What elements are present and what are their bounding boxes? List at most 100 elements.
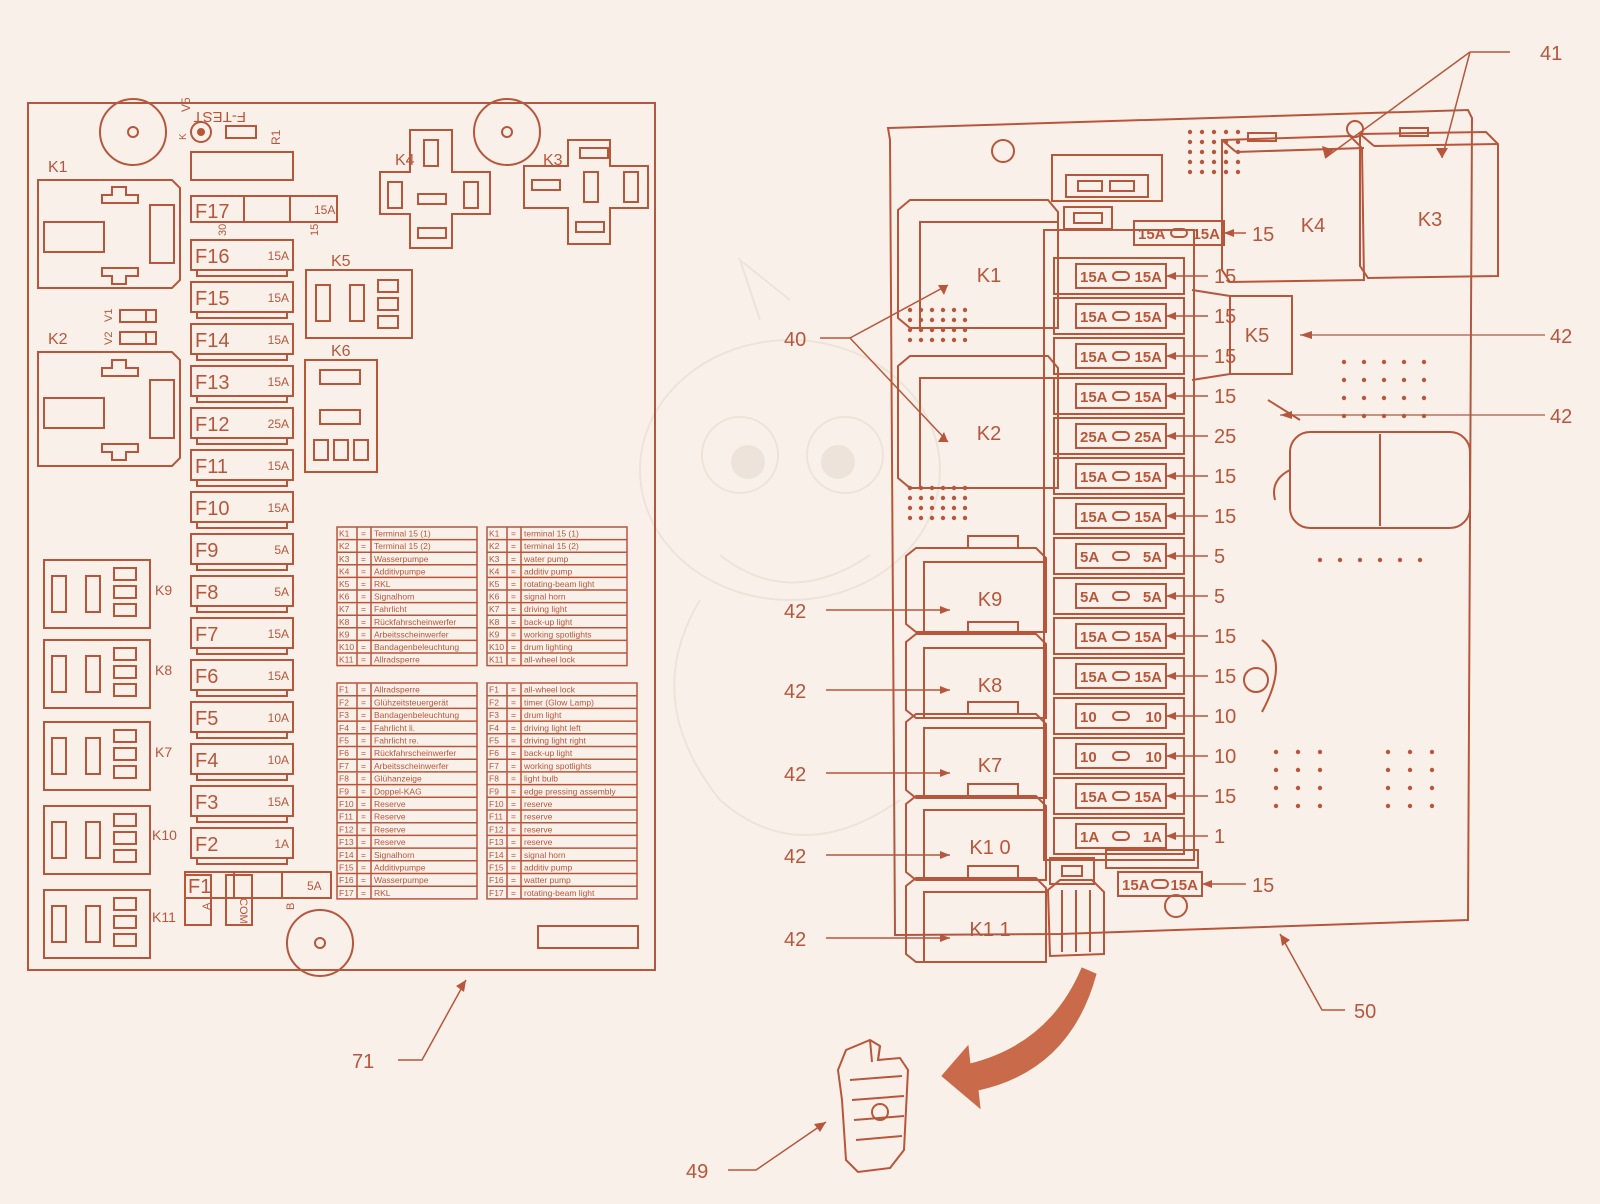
legend-eq: =: [361, 761, 366, 771]
legend-eq: =: [511, 592, 516, 602]
legend-text: working spotlights: [523, 629, 592, 639]
fuse-rating-f11: 15A: [268, 459, 289, 473]
legend-eq: =: [511, 566, 516, 576]
legend-code: F5: [339, 736, 349, 746]
legend-text: RKL: [374, 579, 391, 589]
relay-socket-k3: [523, 139, 649, 245]
fuse-face-left: 5A: [1080, 549, 1099, 566]
mounting-hole: [473, 98, 541, 166]
legend-code: F7: [489, 761, 499, 771]
legend-code: F5: [489, 736, 499, 746]
fuse-label-f14: F14: [195, 330, 229, 352]
legend-code: F16: [489, 875, 504, 885]
callout-42-k8: 42: [784, 681, 806, 703]
legend-eq: =: [361, 863, 366, 873]
legend-text: Reserve: [374, 837, 406, 847]
callout-42-k10: 42: [784, 846, 806, 868]
legend-text: reserve: [524, 812, 553, 822]
fuse-label-f1: F1: [188, 876, 211, 898]
legend-code: K3: [339, 554, 350, 564]
legend-eq: =: [511, 541, 516, 551]
relay-label-k8: K8: [978, 675, 1002, 697]
solder-dot-field: [1341, 359, 1427, 419]
legend-eq: =: [511, 629, 516, 639]
legend-code: K3: [489, 554, 500, 564]
fuse-label-f8: F8: [195, 582, 218, 604]
legend-code: F6: [489, 748, 499, 758]
legend-code: F17: [489, 888, 504, 898]
legend-code: F2: [489, 697, 499, 707]
legend-code: F10: [339, 799, 354, 809]
fuse-face-left: 5A: [1080, 589, 1099, 606]
legend-eq: =: [511, 837, 516, 847]
fuse-callout-row-10: 15: [1214, 626, 1236, 648]
relay-k9: [905, 535, 1047, 633]
legend-code: K9: [339, 629, 350, 639]
callout-lines: [398, 51, 1545, 1171]
legend-code: F2: [339, 697, 349, 707]
fuse-callout-row-1: 15: [1214, 266, 1236, 288]
label-plate-outline: [27, 102, 656, 971]
legend-eq: =: [511, 786, 516, 796]
legend-code: K7: [489, 604, 500, 614]
relay-k8: [905, 621, 1047, 719]
label-strip: [537, 925, 639, 949]
fuse-face-left: 15A: [1080, 669, 1108, 686]
legend-eq: =: [361, 875, 366, 885]
relay-k4: [1221, 134, 1366, 284]
relay-label-k9: K9: [155, 582, 172, 598]
cable-clip-installed: [1046, 879, 1105, 958]
callout-42-k5: 42: [1550, 326, 1572, 348]
relay-label-k7: K7: [155, 744, 172, 760]
relay-socket-k4: [379, 129, 491, 249]
fuse-rating-f9: 5A: [274, 543, 289, 557]
legend-text: Terminal 15 (2): [374, 541, 431, 551]
relay-label-k2: K2: [48, 331, 68, 348]
relay-socket-small: [43, 805, 151, 875]
relay-label-k11: K1 1: [969, 919, 1010, 941]
legend-code: K9: [489, 629, 500, 639]
relay-tab: [1399, 127, 1429, 137]
relay-k11: [905, 865, 1047, 963]
legend-text: back-up light: [524, 617, 573, 627]
mounting-hole: [99, 98, 167, 166]
legend-code: K10: [489, 642, 504, 652]
terminal-a: [184, 874, 212, 926]
fuse-label-f16: F16: [195, 246, 229, 268]
fuse-face-right: 5A: [1143, 589, 1162, 606]
legend-eq: =: [361, 736, 366, 746]
legend-eq: =: [511, 579, 516, 589]
fuse-slot-f1: [184, 871, 332, 899]
fuse-face-right: 10: [1145, 749, 1162, 766]
callout-42-lead: 42: [1550, 406, 1572, 428]
fuse-row-9: [1075, 583, 1208, 609]
fuse-face-left: 25A: [1080, 429, 1108, 446]
pin-15-label: 15: [309, 224, 321, 236]
legend-code: F9: [339, 786, 349, 796]
board-hole: [991, 139, 1015, 163]
top-connector: [1051, 154, 1163, 230]
legend-code: F15: [339, 863, 354, 873]
fuse-face-left: 10: [1080, 709, 1097, 726]
legend-code: F4: [339, 723, 349, 733]
fuse-face-left: 15A: [1080, 309, 1108, 326]
callout-42-k9: 42: [784, 601, 806, 623]
fuse-rating-f2: 1A: [274, 837, 289, 851]
legend-code: F17: [339, 888, 354, 898]
legend-text: Fahrlicht li.: [374, 723, 415, 733]
pin-b-label: B: [285, 903, 297, 910]
legend-code: F12: [489, 824, 504, 834]
legend-eq: =: [511, 604, 516, 614]
legend-eq: =: [511, 617, 516, 627]
fuse-row-15: [1075, 823, 1208, 849]
fuse-row-3: [1075, 343, 1208, 369]
relay-label-k3: K3: [1418, 209, 1442, 231]
legend-code: K10: [339, 642, 354, 652]
legend-text: edge pressing assembly: [524, 786, 616, 796]
relay-label-k8: K8: [155, 662, 172, 678]
fuse-face-right: 15A: [1134, 349, 1162, 366]
fuse-rating-f14: 15A: [268, 333, 289, 347]
fuse-rating-f1: 5A: [307, 879, 322, 893]
legend-code: K8: [339, 617, 350, 627]
relay-socket-k6: [304, 359, 378, 473]
